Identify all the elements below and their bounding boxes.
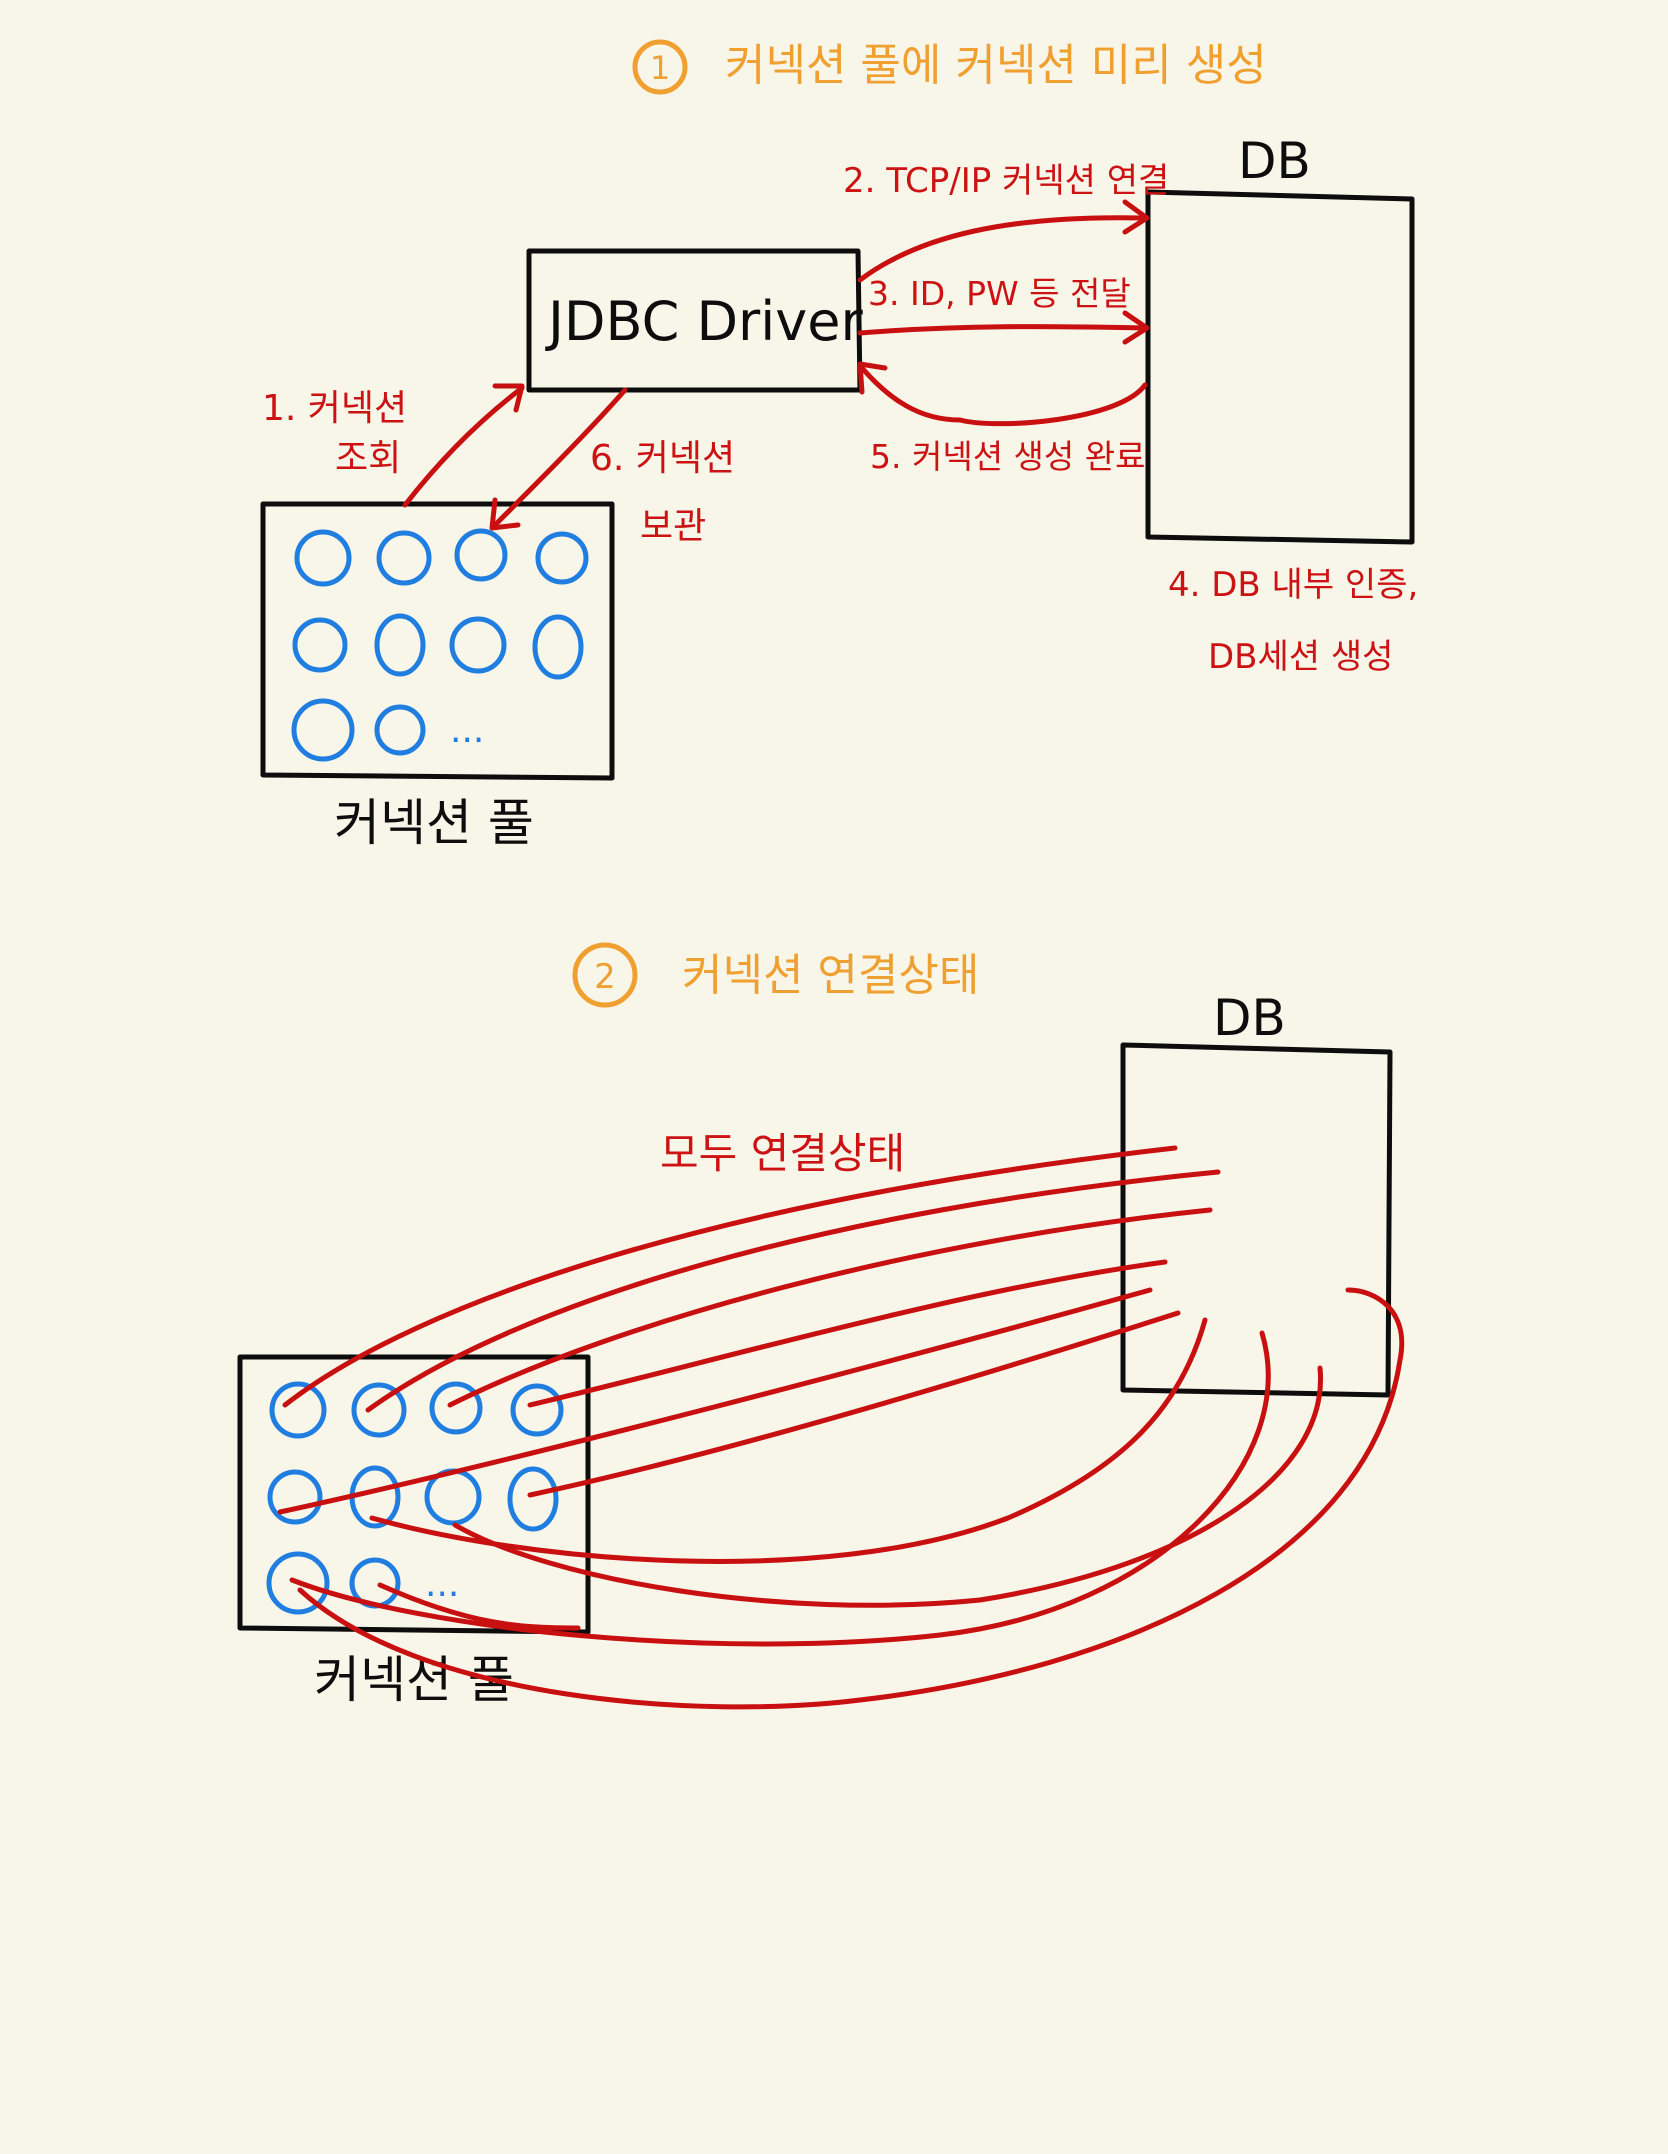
step3-label: 3. ID, PW 등 전달 [868,274,1131,313]
pool-connection-circle [291,698,355,762]
connection-line [277,1287,1153,1515]
arrow-step3 [857,324,1148,336]
arrow-step6-head [489,497,521,531]
pool-connection-circle [510,1383,564,1437]
section2-number: 2 [594,957,616,997]
section1-db-box [1145,189,1415,545]
section2-title: 커넥션 연결상태 [682,950,979,1001]
pool-connection-circle [376,530,432,586]
section1-pool-label: 커넥션 풀 [334,794,534,852]
step4-label-line1: 4. DB 내부 인증, [1168,565,1418,605]
connection-line [297,1287,1405,1710]
section2-db-box [1120,1042,1393,1398]
connection-line [452,1365,1324,1608]
connection-line [369,1317,1208,1564]
section2-heading: 2 커넥션 연결상태 [572,942,979,1008]
section1-arrows [402,199,1150,531]
arrow-step2 [857,215,1148,283]
section1-pool-connections [291,528,589,762]
step4-label-line2: DB세션 생성 [1208,637,1393,677]
section2-pool-box [237,1354,591,1635]
pool-connection-circle [535,531,589,585]
pool-connection-circle [267,1469,323,1525]
pool-connection-circle [507,1466,559,1532]
pool-connection-circle [294,529,352,587]
pool-connection-circle [449,616,507,674]
jdbc-driver: JDBC Driver [526,248,863,393]
pool-connection-circle [351,1382,407,1438]
section1-step-labels: 1. 커넥션 조회 2. TCP/IP 커넥션 연결 3. ID, PW 등 전… [262,161,1418,677]
connection-line [447,1207,1213,1408]
section1-db: DB [1145,132,1415,545]
arrow-step2-head [1122,199,1150,235]
arrow-step1 [402,385,525,508]
section1-pool-ellipsis: ... [450,710,484,751]
section2-pool-ellipsis: ... [425,1564,459,1605]
section1-db-label: DB [1238,132,1311,190]
section1-heading: 1 커넥션 풀에 커넥션 미리 생성 [632,39,1267,95]
connection-line [377,1582,581,1631]
pool-connection-circle [292,617,348,673]
arrow-step1-head [492,383,525,413]
pool-connection-circle [532,614,584,680]
connection-line [289,1330,1271,1647]
arrow-step5-head [857,361,888,395]
step6-label-line2: 보관 [640,506,706,547]
connection-line [365,1169,1221,1413]
arrow-step6 [492,387,628,528]
pool-connection-circle [454,528,508,582]
connection-line [282,1145,1178,1408]
section2-db-label: DB [1213,989,1286,1047]
step2-label: 2. TCP/IP 커넥션 연결 [843,161,1169,201]
arrow-step5 [859,365,1148,427]
section1-number-circle [632,39,688,95]
section2-connection-lines [277,1145,1405,1710]
pool-connection-circle [269,1381,327,1439]
pool-connection-circle [374,613,426,677]
step1-label-line1: 1. 커넥션 [262,388,407,429]
section1-pool: ... 커넥션 풀 [260,501,615,852]
step5-label: 5. 커넥션 생성 완료 [870,437,1145,476]
pool-connection-circle [374,704,426,756]
section2-db: DB [1120,989,1393,1398]
all-connected-label: 모두 연결상태 [660,1129,905,1178]
pool-connection-circle [429,1381,483,1435]
section2-pool-connections [266,1381,564,1615]
section2-number-circle [572,942,638,1008]
section1-pool-box [260,501,615,781]
connection-line [527,1259,1168,1408]
pool-connection-circle [266,1551,330,1615]
section2-pool-label: 커넥션 풀 [314,1651,514,1709]
connection-line [527,1310,1181,1498]
step6-label-line1: 6. 커넥션 [590,438,735,479]
arrow-step3-head [1122,310,1150,345]
step1-label-line2: 조회 [335,438,401,479]
section2-pool: ... 커넥션 풀 [237,1354,591,1709]
section1-title: 커넥션 풀에 커넥션 미리 생성 [725,40,1267,91]
section1-number: 1 [650,49,670,87]
jdbc-driver-label: JDBC Driver [545,290,863,353]
